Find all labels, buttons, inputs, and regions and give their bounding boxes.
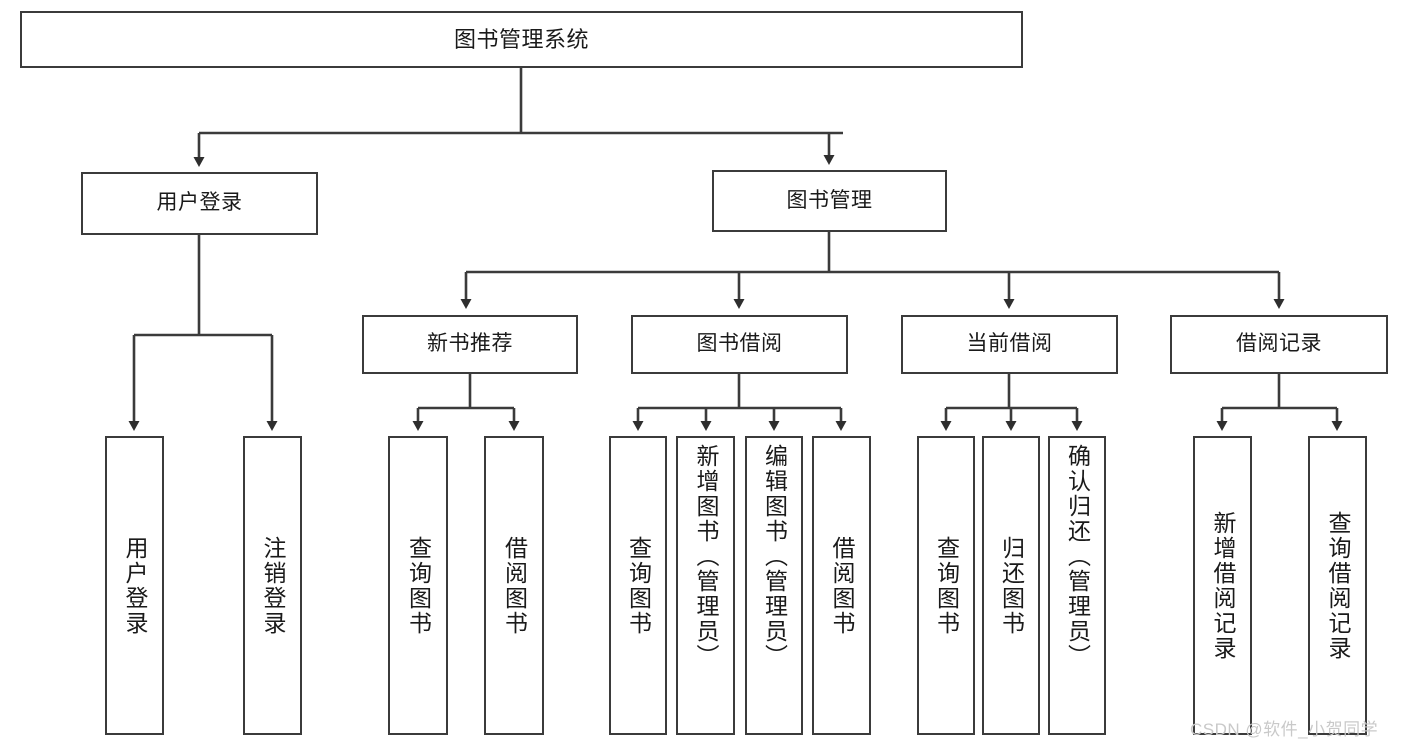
node-root[interactable]: 图书管理系统: [20, 11, 1023, 68]
node-user-login-label: 用户登录: [156, 191, 243, 215]
node-leaf-borrow-book-rec-label: 借阅图书: [501, 535, 528, 636]
node-leaf-query-book-cur-label: 查询图书: [933, 535, 960, 636]
node-leaf-user-login[interactable]: 用户登录: [105, 436, 164, 735]
node-book-borrow[interactable]: 图书借阅: [631, 315, 848, 374]
node-leaf-borrow-book-brw-label: 借阅图书: [829, 535, 855, 636]
node-leaf-logout-login-label: 注销登录: [260, 535, 286, 636]
node-leaf-user-login-label: 用户登录: [122, 535, 148, 636]
node-leaf-add-book[interactable]: 新增图书（管理员）: [676, 436, 735, 735]
edge-group-current-borrow: [940, 374, 1083, 431]
node-leaf-confirm-return[interactable]: 确认归还（管理员）: [1048, 436, 1106, 735]
node-leaf-query-book-brw-label: 查询图书: [625, 535, 652, 636]
node-new-book-recommend[interactable]: 新书推荐: [362, 315, 578, 374]
node-new-book-recommend-label: 新书推荐: [427, 332, 513, 356]
node-leaf-add-borrow-record[interactable]: 新增借阅记录: [1193, 436, 1252, 735]
node-leaf-query-book-rec[interactable]: 查询图书: [388, 436, 448, 735]
node-leaf-edit-book-label: 编辑图书（管理员）: [761, 444, 788, 669]
edge-group-root: [193, 68, 843, 167]
node-root-label: 图书管理系统: [453, 26, 589, 52]
node-user-login[interactable]: 用户登录: [81, 172, 318, 235]
watermark: CSDN @软件_小贺同学: [1190, 720, 1379, 739]
node-leaf-return-book[interactable]: 归还图书: [982, 436, 1040, 735]
edge-group-book-manage: [460, 232, 1285, 309]
node-leaf-add-book-label: 新增图书（管理员）: [693, 444, 719, 669]
node-book-borrow-label: 图书借阅: [696, 332, 783, 356]
node-leaf-edit-book[interactable]: 编辑图书（管理员）: [745, 436, 803, 735]
node-leaf-borrow-book-rec[interactable]: 借阅图书: [484, 436, 544, 735]
node-book-manage[interactable]: 图书管理: [712, 170, 947, 232]
node-leaf-query-book-rec-label: 查询图书: [405, 535, 432, 636]
node-book-manage-label: 图书管理: [786, 188, 873, 212]
node-current-borrow-label: 当前借阅: [966, 332, 1053, 356]
node-leaf-logout-login[interactable]: 注销登录: [243, 436, 302, 735]
node-leaf-confirm-return-label: 确认归还（管理员）: [1064, 444, 1091, 669]
edge-group-user-login: [128, 235, 278, 431]
node-leaf-query-book-cur[interactable]: 查询图书: [917, 436, 975, 735]
edge-group-book-borrow: [632, 374, 847, 431]
node-current-borrow[interactable]: 当前借阅: [901, 315, 1118, 374]
node-leaf-borrow-book-brw[interactable]: 借阅图书: [812, 436, 871, 735]
node-borrow-record[interactable]: 借阅记录: [1170, 315, 1388, 374]
node-leaf-return-book-label: 归还图书: [998, 535, 1025, 636]
node-leaf-add-borrow-record-label: 新增借阅记录: [1210, 510, 1236, 661]
node-leaf-query-borrow-record[interactable]: 查询借阅记录: [1308, 436, 1367, 735]
node-leaf-query-borrow-record-label: 查询借阅记录: [1325, 510, 1351, 661]
edge-group-new-book-recommend: [412, 374, 520, 431]
node-leaf-query-book-brw[interactable]: 查询图书: [609, 436, 667, 735]
edge-group-borrow-record: [1216, 374, 1343, 431]
node-borrow-record-label: 借阅记录: [1236, 332, 1322, 356]
